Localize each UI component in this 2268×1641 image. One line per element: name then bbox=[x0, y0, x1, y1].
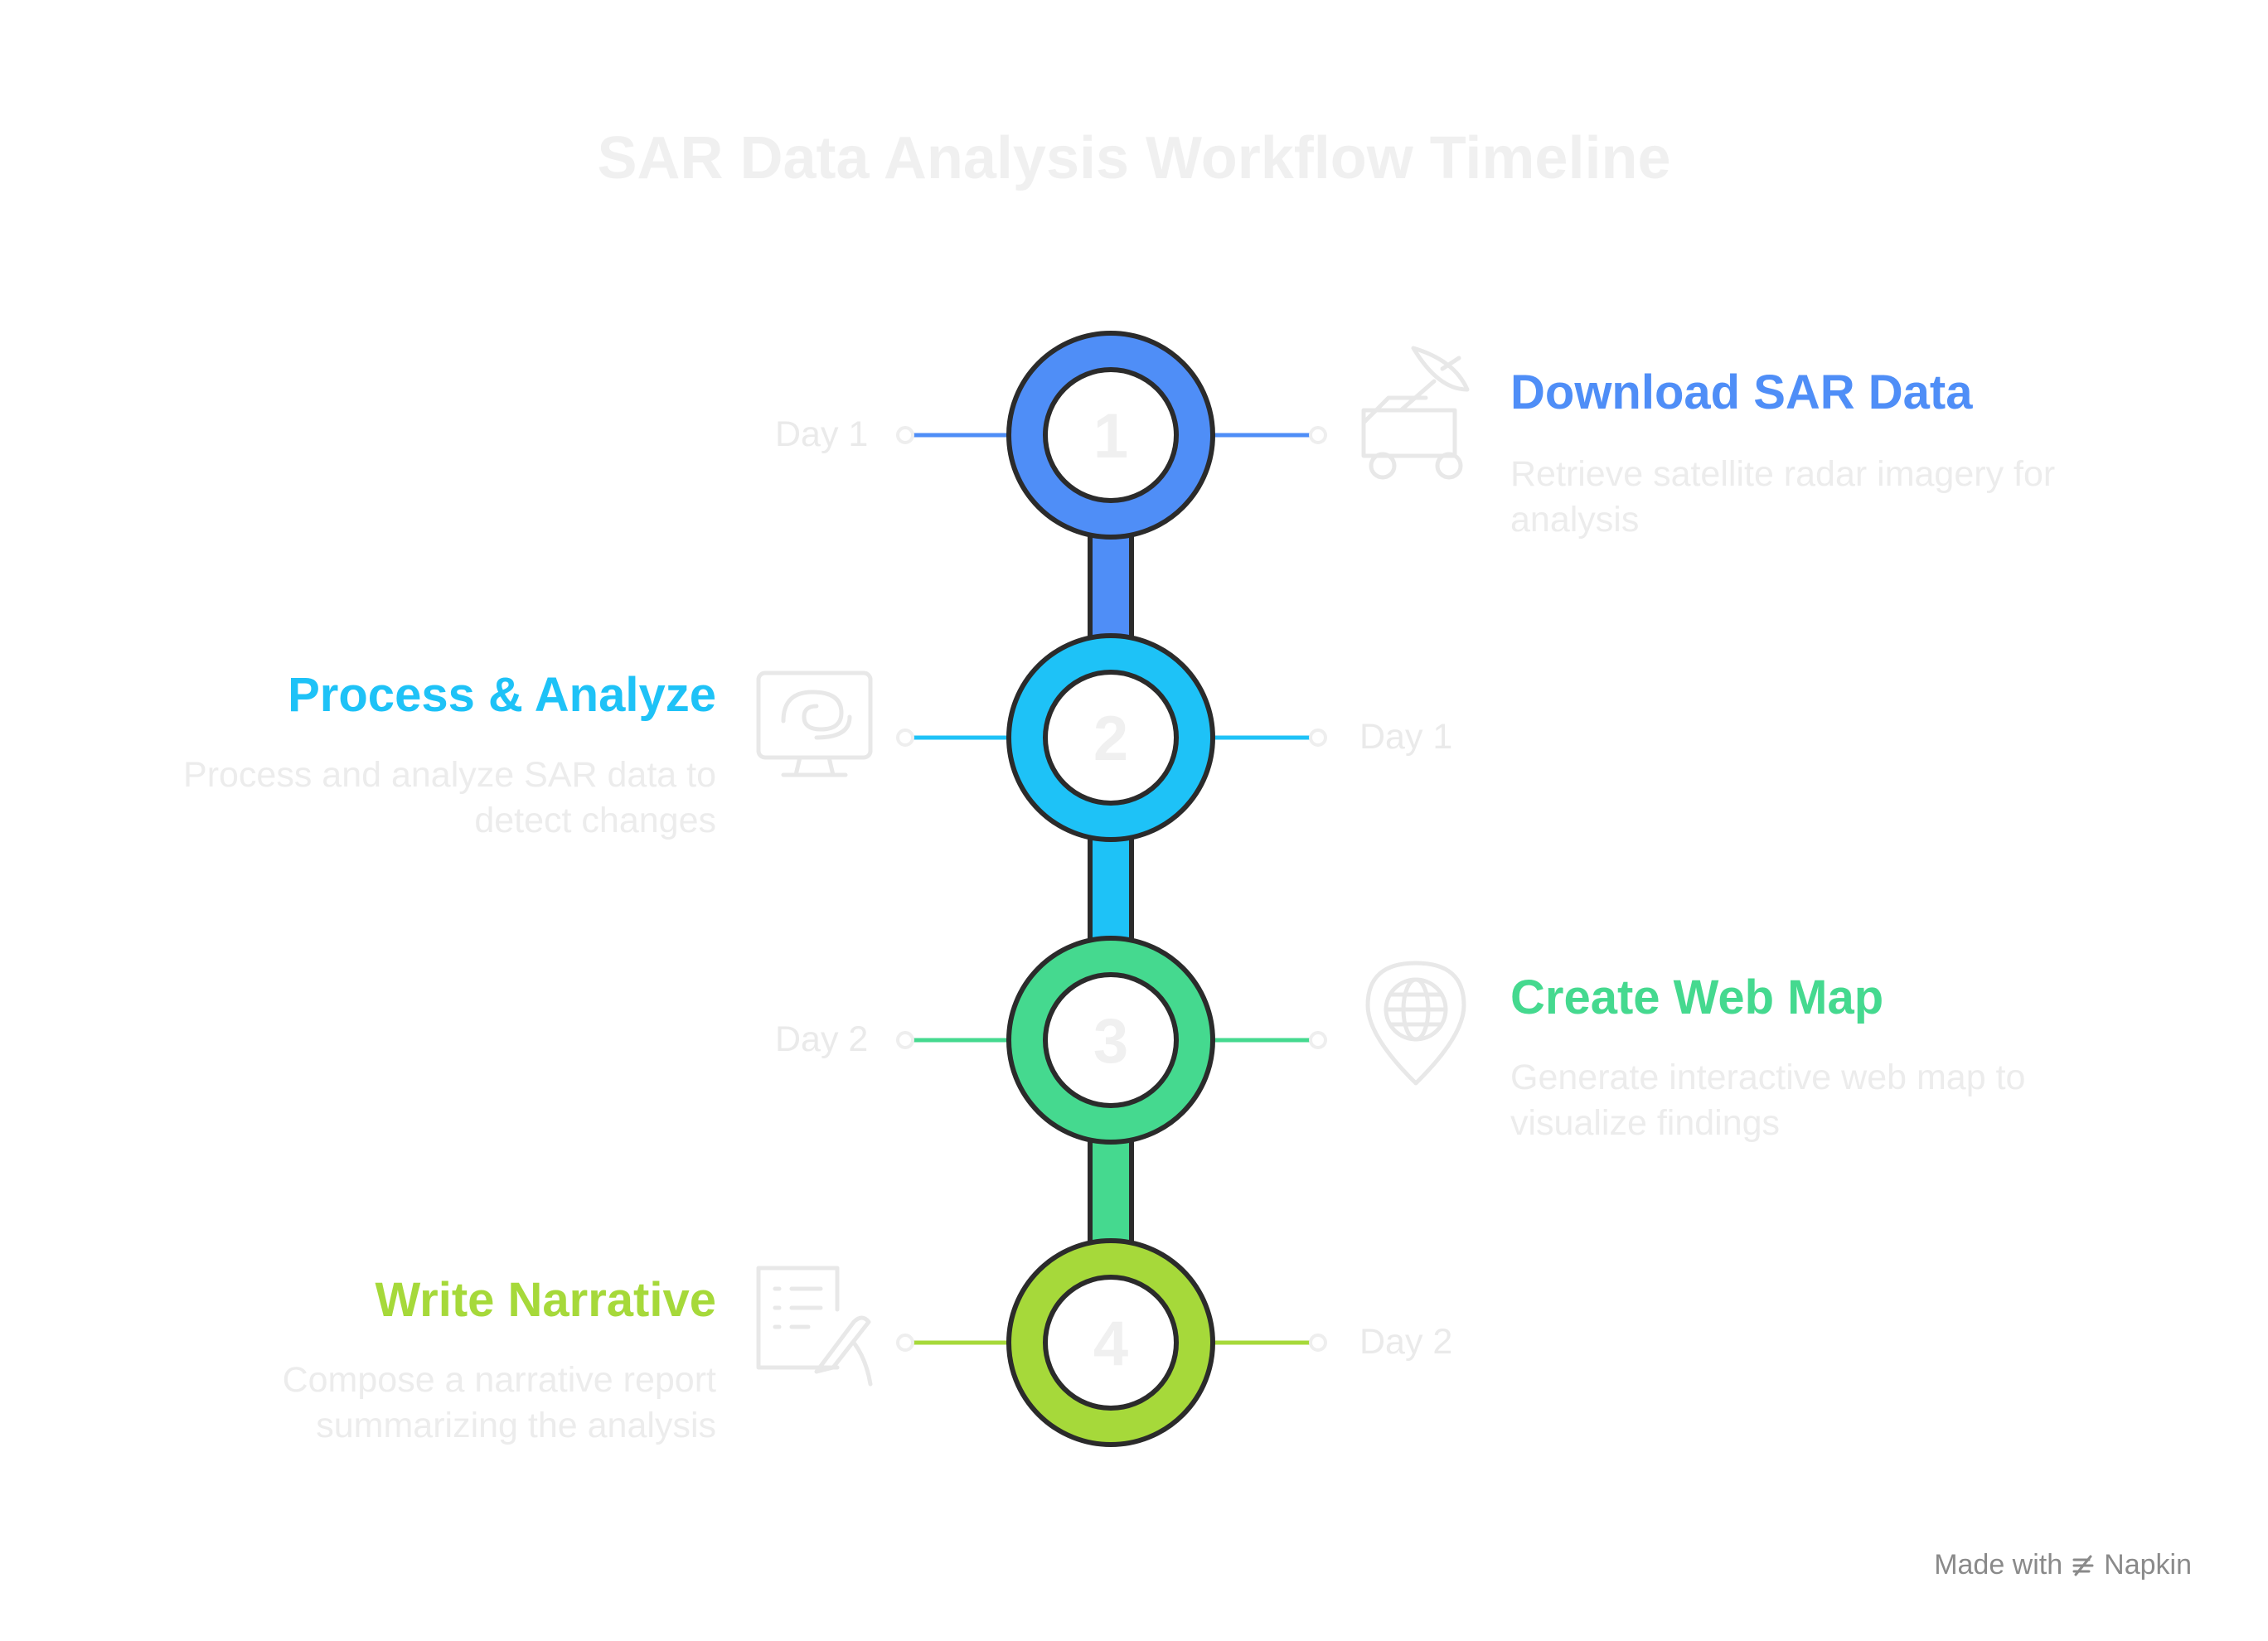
step-2-number: 2 bbox=[1093, 704, 1128, 774]
connector-2-3 bbox=[1088, 830, 1134, 951]
watermark[interactable]: Made with Napkin bbox=[1934, 1549, 2192, 1581]
step-4-node: 4 bbox=[896, 1238, 1327, 1447]
globe-pin-icon bbox=[1365, 961, 1466, 1086]
step-2-description: Process and analyze SAR data to detect c… bbox=[183, 755, 716, 840]
document-pen-icon bbox=[756, 1266, 873, 1387]
step-4-title: Write Narrative bbox=[375, 1273, 716, 1327]
step-4-day: Day 2 bbox=[1359, 1322, 1453, 1362]
connector-3-4 bbox=[1088, 1133, 1134, 1254]
step-4-description: Compose a narrative report summarizing t… bbox=[282, 1360, 716, 1445]
connector-1-2 bbox=[1088, 528, 1134, 649]
step-1-description: Retrieve satellite radar imagery for ana… bbox=[1510, 454, 2056, 540]
monitor-analysis-icon bbox=[756, 670, 873, 777]
step-1-title: Download SAR Data bbox=[1510, 365, 1973, 419]
step-1-node: 1 bbox=[896, 331, 1327, 540]
step-1-day: Day 1 bbox=[775, 414, 869, 454]
napkin-logo-icon bbox=[2072, 1555, 2094, 1576]
step-3-description: Generate interactive web map to visualiz… bbox=[1510, 1058, 2026, 1143]
step-4-number: 4 bbox=[1093, 1309, 1128, 1379]
diagram-title: SAR Data Analysis Workflow Timeline bbox=[597, 125, 1671, 191]
step-3-number: 3 bbox=[1093, 1006, 1128, 1077]
step-3-title: Create Web Map bbox=[1510, 971, 1884, 1024]
step-2-day: Day 1 bbox=[1359, 717, 1453, 757]
step-3-day: Day 2 bbox=[775, 1019, 869, 1059]
step-2-title: Process & Analyze bbox=[288, 668, 716, 722]
step-1-number: 1 bbox=[1093, 401, 1128, 472]
satellite-truck-icon bbox=[1361, 346, 1470, 480]
watermark-brand: Napkin bbox=[2104, 1549, 2192, 1580]
step-3-node: 3 bbox=[896, 936, 1327, 1145]
step-2-node: 2 bbox=[896, 633, 1327, 842]
watermark-prefix: Made with bbox=[1934, 1549, 2063, 1580]
